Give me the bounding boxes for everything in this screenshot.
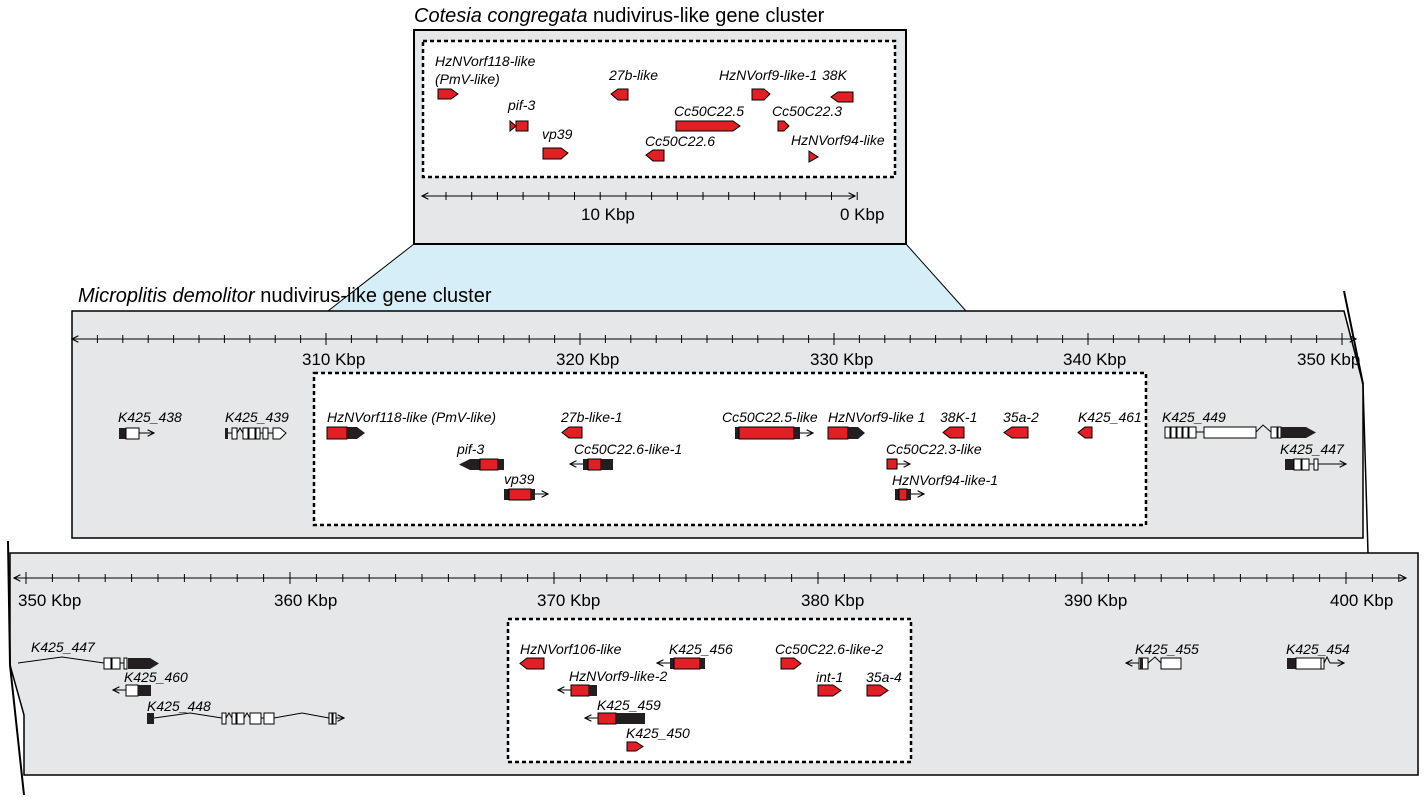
gene-label: K425_459 <box>597 697 661 713</box>
scale-label: 350 Kbp <box>1297 350 1360 369</box>
scale-label: 400 Kbp <box>1330 591 1393 610</box>
gene-label: Cc50C22.6-like-2 <box>775 641 883 657</box>
gene-vp39 <box>542 147 569 160</box>
microplitis-genes-2: K425_447 K425_460 K425_448 HzNVorf106-li… <box>17 639 1350 752</box>
gene-label: Cc50C22.3-like <box>886 441 982 457</box>
gene-label: 38K <box>822 67 848 83</box>
scale-label: 370 Kbp <box>537 591 600 610</box>
gene-label: HzNVorf9-like 1 <box>828 409 926 425</box>
gene-label: vp39 <box>504 471 535 487</box>
gene-pif3 <box>509 119 529 133</box>
gene-label: pif-3 <box>456 441 484 457</box>
gene-label: K425_447 <box>31 639 96 655</box>
gene-label: HzNVorf9-like-2 <box>569 668 667 684</box>
gene-label: Cc50C22.6-like-1 <box>574 441 682 457</box>
gene-label: vp39 <box>542 126 573 142</box>
gene-label: Cc50C22.3 <box>772 103 842 119</box>
gene-label: Cc50C22.5-like <box>722 409 818 425</box>
scale-label: 360 Kbp <box>274 591 337 610</box>
gene-label: K425_454 <box>1286 641 1350 657</box>
microplitis-cluster-box-1 <box>312 371 1148 527</box>
gene-cc225 <box>675 120 741 132</box>
gene-label: int-1 <box>816 669 843 685</box>
gene-cc223 <box>777 120 790 132</box>
gene-label: (PmV-like) <box>435 71 500 87</box>
microplitis-scale-1: 310 Kbp 320 Kbp 330 Kbp 340 Kbp 350 Kbp <box>72 333 1360 369</box>
gene-38k <box>830 91 854 103</box>
gene-label: HzNVorf118-like <box>435 53 536 69</box>
scale-label: 340 Kbp <box>1063 350 1126 369</box>
gene-label: K425_449 <box>1162 409 1226 425</box>
gene-label: K425_438 <box>118 409 182 425</box>
gene-label: HzNVorf9-like-1 <box>719 67 817 83</box>
scale-label: 330 Kbp <box>810 350 873 369</box>
gene-label: K425_439 <box>225 409 289 425</box>
scale-label: 350 Kbp <box>18 591 81 610</box>
gene-label: 27b-like <box>608 67 658 83</box>
microplitis-scale-2: 350 Kbp 360 Kbp 370 Kbp 380 Kbp 390 Kbp … <box>14 572 1406 610</box>
gene-label: Cc50C22.5 <box>674 103 744 119</box>
gene-label: K425_461 <box>1078 409 1142 425</box>
gene-label: 35a-2 <box>1003 409 1039 425</box>
gene-label: K425_450 <box>626 725 690 741</box>
scale-label: 310 Kbp <box>302 350 365 369</box>
cotesia-genes: HzNVorf118-like (PmV-like) pif-3 vp39 27… <box>435 53 885 163</box>
gene-hz9 <box>751 88 771 101</box>
gene-label: 38K-1 <box>940 409 977 425</box>
gene-label: Cc50C22.6 <box>645 133 715 149</box>
scale-label: 390 Kbp <box>1064 591 1127 610</box>
zoom-connector <box>328 244 966 311</box>
microplitis-genes-1: K425_438 K425_439 HzNVorf118-like (PmV-l… <box>118 409 1346 501</box>
gene-label: K425_460 <box>124 669 188 685</box>
gene-label: K425_448 <box>147 698 211 714</box>
gene-label: HzNVorf94-like <box>791 132 885 148</box>
cotesia-title: Cotesia congregata nudivirus-like gene c… <box>414 5 825 27</box>
cotesia-scale-left: 10 Kbp <box>581 205 635 224</box>
gene-hz94 <box>808 150 819 163</box>
gene-label: 27b-like-1 <box>560 409 622 425</box>
gene-label: 35a-4 <box>866 669 902 685</box>
gene-label: K425_455 <box>1135 641 1199 657</box>
gene-label: K425_456 <box>669 641 733 657</box>
gene-label: K425_447 <box>1280 441 1345 457</box>
gene-cc226 <box>645 149 665 162</box>
cotesia-scale-right: 0 Kbp <box>840 205 884 224</box>
gene-hz118 <box>437 88 459 100</box>
gene-label: HzNVorf118-like (PmV-like) <box>327 409 496 425</box>
cotesia-scale: 10 Kbp 0 Kbp <box>422 192 884 224</box>
gene-label: HzNVorf94-like-1 <box>892 472 998 488</box>
gene-label: HzNVorf106-like <box>520 641 622 657</box>
scale-label: 380 Kbp <box>801 591 864 610</box>
gene-27b <box>610 88 629 101</box>
microplitis-title: Microplitis demolitor nudivirus-like gen… <box>78 285 492 307</box>
gene-label: pif-3 <box>507 97 535 113</box>
scale-label: 320 Kbp <box>556 350 619 369</box>
